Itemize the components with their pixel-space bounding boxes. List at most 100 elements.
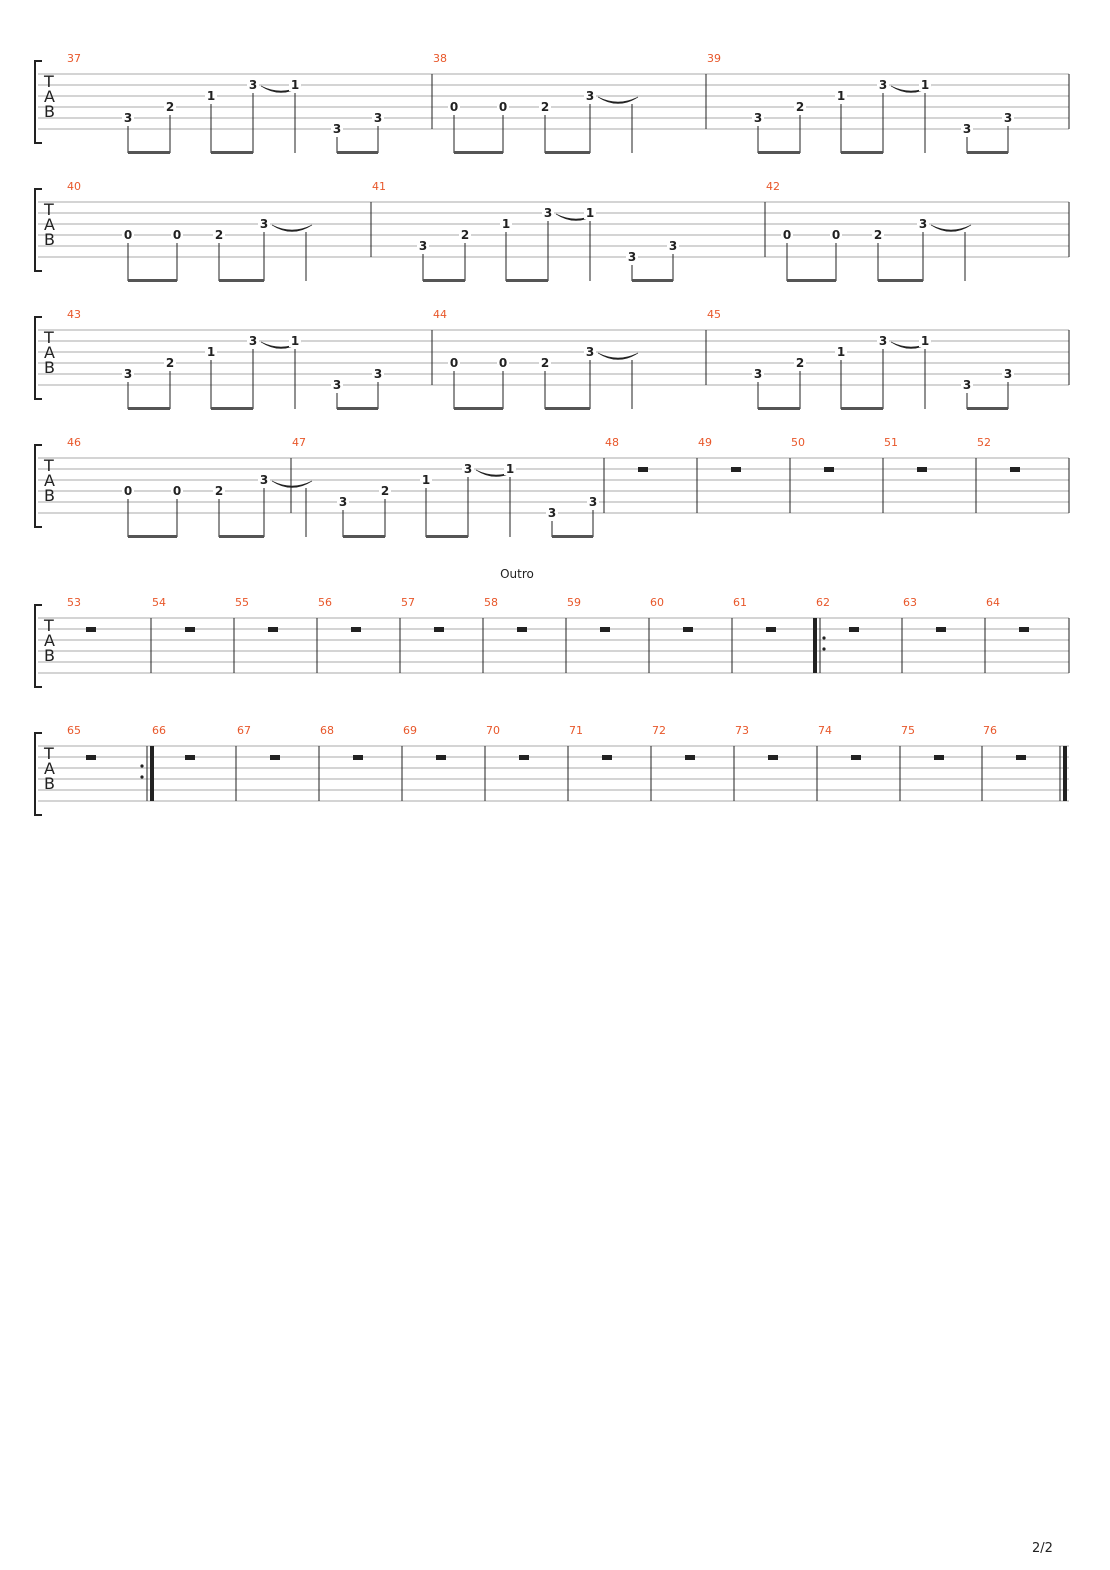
fret-backdrop (1002, 367, 1014, 380)
whole-rest (1016, 755, 1026, 760)
fret-backdrop (448, 356, 460, 369)
fret-backdrop (372, 111, 384, 124)
tab-clef-letter: A (44, 343, 55, 362)
measure: 49 (698, 436, 791, 513)
measure: 74 (818, 724, 901, 801)
beam (545, 407, 590, 410)
fret-backdrop (164, 100, 176, 113)
measure-number: 74 (818, 724, 832, 737)
fret-backdrop (331, 378, 343, 391)
beam (337, 407, 378, 410)
measure-number: 44 (433, 308, 447, 321)
repeat-dot (140, 764, 144, 768)
fret-backdrop (122, 484, 134, 497)
fret-backdrop (213, 228, 225, 241)
fret-number: 3 (589, 495, 597, 509)
fret-backdrop (289, 78, 301, 91)
measure: 62 (813, 596, 903, 673)
fret-number: 3 (879, 334, 887, 348)
system-bracket (34, 316, 42, 400)
tab-clef-letter: T (43, 200, 54, 219)
fret-backdrop (752, 111, 764, 124)
tab-clef-letter: B (44, 774, 55, 793)
fret-number: 2 (166, 100, 174, 114)
fret-backdrop (587, 495, 599, 508)
fret-number: 3 (963, 378, 971, 392)
beam (219, 279, 264, 282)
measure-number: 59 (567, 596, 581, 609)
beam (632, 279, 673, 282)
whole-rest (849, 627, 859, 632)
tab-clef-letter: B (44, 358, 55, 377)
beam (211, 407, 253, 410)
measure-number: 52 (977, 436, 991, 449)
repeat-dot (822, 647, 826, 651)
fret-number: 3 (963, 122, 971, 136)
whole-rest (1019, 627, 1029, 632)
whole-rest (731, 467, 741, 472)
measure: 66 (152, 724, 237, 801)
measure-number: 56 (318, 596, 332, 609)
beam (128, 407, 170, 410)
fret-number: 1 (837, 89, 845, 103)
tab-clef-letter: A (44, 471, 55, 490)
beam (219, 535, 264, 538)
measure-number: 54 (152, 596, 166, 609)
measure: 59 (567, 596, 650, 673)
measure-number: 55 (235, 596, 249, 609)
measure: 56 (318, 596, 401, 673)
fret-backdrop (872, 228, 884, 241)
tie-arc (597, 352, 639, 360)
fret-number: 3 (1004, 367, 1012, 381)
fret-backdrop (459, 228, 471, 241)
measure: 48 (605, 436, 698, 513)
whole-rest (434, 627, 444, 632)
fret-backdrop (626, 250, 638, 263)
fret-number: 3 (586, 89, 594, 103)
fret-backdrop (462, 462, 474, 475)
tab-clef-letter: A (44, 87, 55, 106)
beam (128, 279, 177, 282)
measure: 60 (650, 596, 733, 673)
measure-number: 70 (486, 724, 500, 737)
fret-number: 2 (215, 228, 223, 242)
fret-number: 1 (586, 206, 594, 220)
measure: 61 (733, 596, 816, 673)
whole-rest (768, 755, 778, 760)
fret-backdrop (171, 484, 183, 497)
fret-backdrop (919, 334, 931, 347)
measure-number: 71 (569, 724, 583, 737)
repeat-dot (822, 636, 826, 640)
fret-number: 2 (541, 100, 549, 114)
measure: 58 (484, 596, 567, 673)
measure: 63 (903, 596, 986, 673)
whole-rest (519, 755, 529, 760)
fret-backdrop (877, 334, 889, 347)
fret-backdrop (504, 462, 516, 475)
fret-number: 3 (333, 378, 341, 392)
fret-number: 3 (374, 367, 382, 381)
fret-backdrop (372, 367, 384, 380)
measure: 51 (884, 436, 977, 513)
measure-number: 38 (433, 52, 447, 65)
fret-backdrop (539, 100, 551, 113)
fret-backdrop (205, 345, 217, 358)
fret-number: 1 (921, 78, 929, 92)
fret-backdrop (781, 228, 793, 241)
measure-number: 41 (372, 180, 386, 193)
fret-number: 2 (874, 228, 882, 242)
tie-arc (271, 480, 313, 488)
fret-backdrop (546, 506, 558, 519)
beam (454, 407, 503, 410)
beam (337, 151, 378, 154)
fret-number: 2 (461, 228, 469, 242)
fret-number: 0 (499, 356, 507, 370)
